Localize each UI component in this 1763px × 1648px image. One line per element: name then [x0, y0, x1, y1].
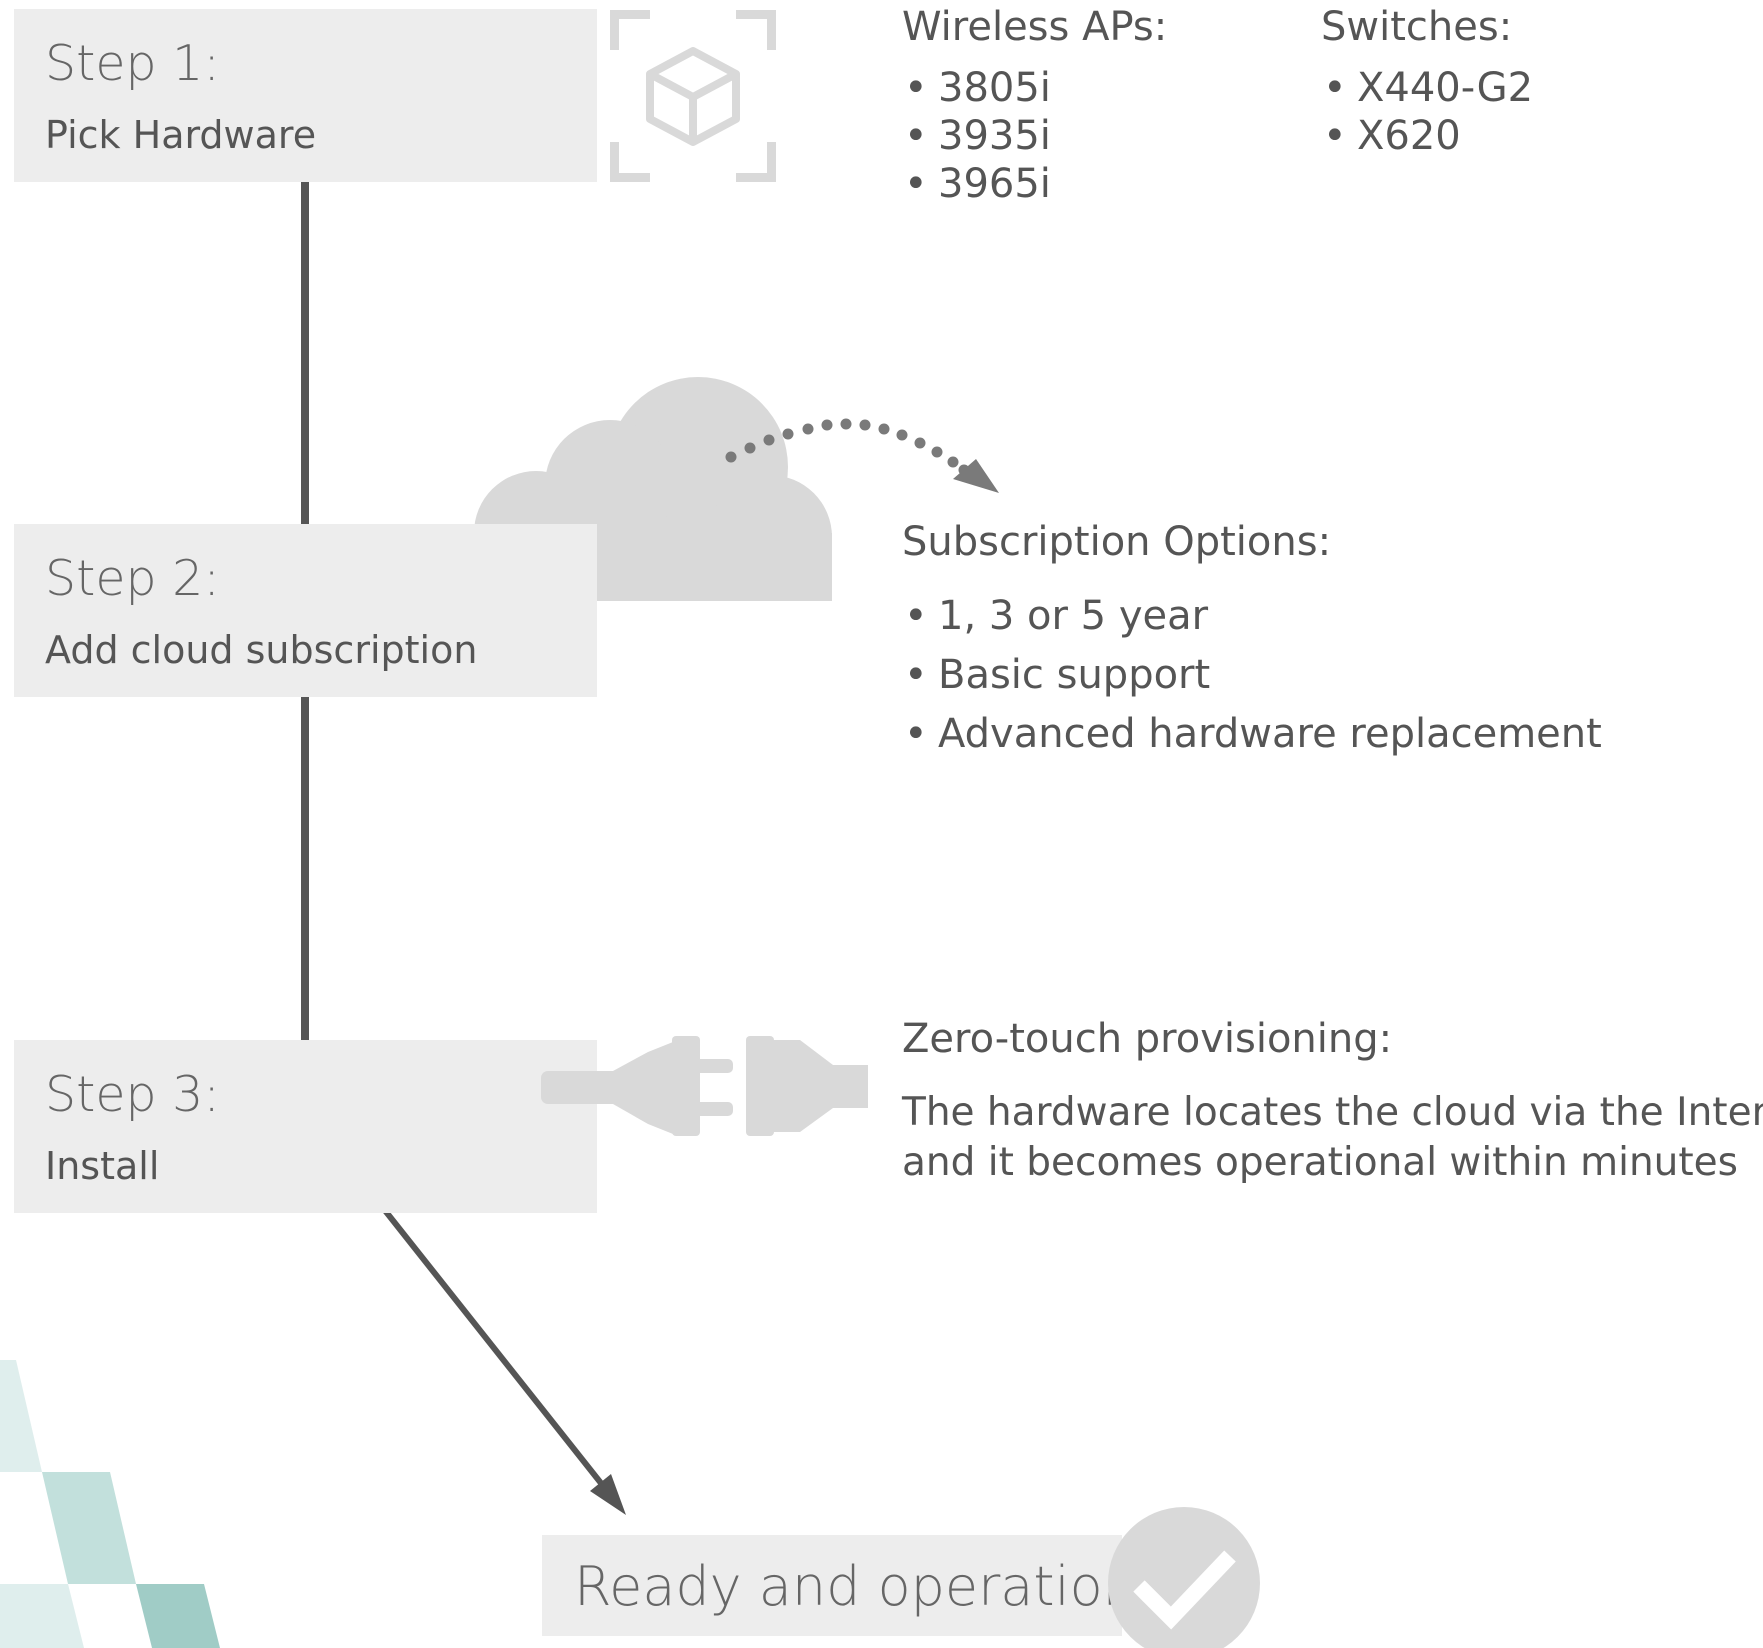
- wireless-aps-heading: Wireless APs:: [902, 4, 1168, 50]
- list-item: Basic support: [902, 646, 1602, 705]
- step-number: Step 1:: [45, 35, 220, 92]
- switches-list: X440-G2 X620: [1321, 64, 1533, 160]
- list-item: 3805i: [902, 64, 1051, 112]
- wireless-aps-list: 3805i 3935i 3965i: [902, 64, 1051, 208]
- step-number: Step 2:: [45, 550, 220, 607]
- list-item: 1, 3 or 5 year: [902, 587, 1602, 646]
- step-1-box: Step 1: Pick Hardware: [14, 9, 597, 182]
- step-title: Pick Hardware: [45, 113, 317, 157]
- step-title: Add cloud subscription: [45, 628, 478, 672]
- list-item: X440-G2: [1321, 64, 1533, 112]
- zero-touch-description: The hardware locates the cloud via the I…: [902, 1088, 1763, 1188]
- list-item: Advanced hardware replacement: [902, 705, 1602, 764]
- step-2-box: Step 2: Add cloud subscription: [14, 524, 597, 697]
- ready-box: Ready and operational: [542, 1535, 1185, 1636]
- switches-heading: Switches:: [1321, 4, 1513, 50]
- list-item: 3935i: [902, 112, 1051, 160]
- step-3-box: Step 3: Install: [14, 1040, 597, 1213]
- step-number: Step 3:: [45, 1066, 220, 1123]
- dotted-arc-arrow: [725, 418, 999, 493]
- arrow-step3-to-ready: [380, 1206, 626, 1515]
- subscription-options-list: 1, 3 or 5 year Basic support Advanced ha…: [902, 587, 1602, 763]
- list-item: 3965i: [902, 160, 1051, 208]
- list-item: X620: [1321, 112, 1533, 160]
- description-line: and it becomes operational within minute…: [902, 1139, 1738, 1185]
- step-title: Install: [45, 1144, 160, 1188]
- zero-touch-heading: Zero-touch provisioning:: [902, 1016, 1393, 1062]
- ready-label: Ready and operational: [574, 1555, 1185, 1618]
- subscription-options-heading: Subscription Options:: [902, 519, 1332, 565]
- description-line: The hardware locates the cloud via the I…: [902, 1090, 1763, 1135]
